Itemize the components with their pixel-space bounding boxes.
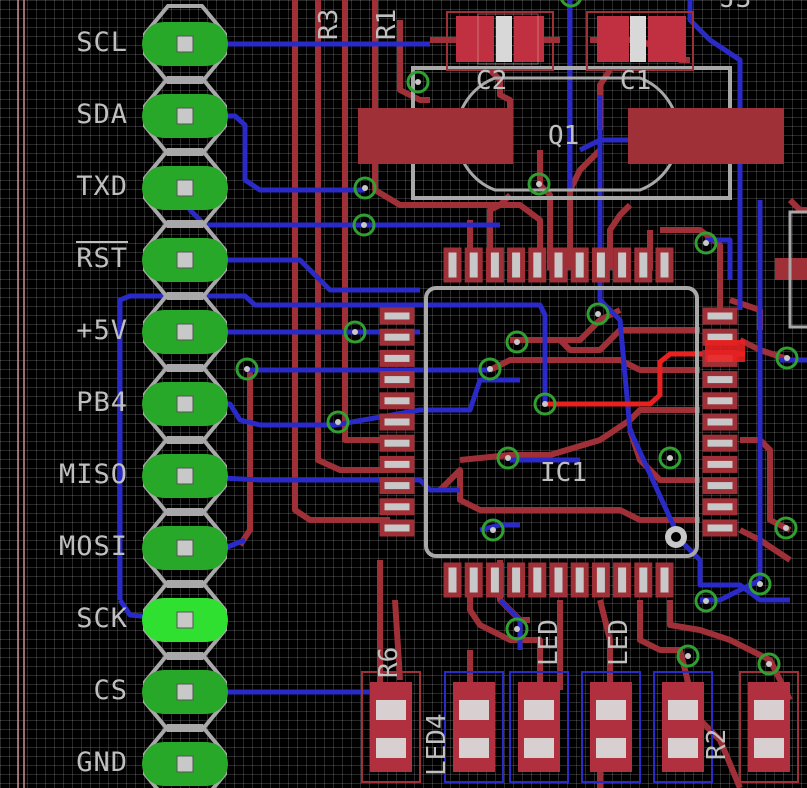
board-outline	[17, 0, 25, 788]
header-pin-sck[interactable]	[142, 580, 228, 660]
label-r6: R6	[374, 646, 404, 678]
crystal-q1[interactable]	[358, 66, 784, 200]
pin-label-sda: SDA	[76, 99, 128, 130]
header-pin-mosi[interactable]	[142, 508, 228, 588]
header-pin-scl[interactable]	[142, 4, 228, 84]
pin-label-sck: SCK	[76, 603, 128, 634]
pin-label-mosi: MOSI	[58, 531, 128, 562]
pin-label-txd: TXD	[76, 171, 128, 202]
highlighted-trace[interactable]	[545, 351, 745, 407]
header-pin-pb4[interactable]	[142, 364, 228, 444]
label-led4: LED4	[422, 713, 452, 776]
pin-label-pb4: PB4	[76, 387, 128, 418]
label-led-b: LED	[604, 619, 634, 666]
header-pin-rst[interactable]	[142, 220, 228, 300]
vias	[235, 0, 799, 676]
pin-label-rst: RST	[76, 241, 128, 274]
header-pin-5v[interactable]	[142, 292, 228, 372]
label-c2: C2	[476, 66, 508, 96]
pin-header[interactable]	[142, 4, 228, 788]
pin-label-scl: SCL	[76, 27, 128, 58]
label-c1: C1	[620, 66, 652, 96]
pin-label-cs: CS	[93, 675, 128, 706]
label-ic1: IC1	[540, 458, 587, 488]
header-pin-miso[interactable]	[142, 436, 228, 516]
label-r2: R2	[702, 728, 732, 760]
footprint-4[interactable]	[653, 671, 713, 783]
pin-label-gnd: GND	[76, 747, 128, 778]
label-j3: J3	[720, 0, 751, 12]
ic1-package[interactable]	[424, 286, 699, 558]
header-pin-txd[interactable]	[142, 148, 228, 228]
footprint-0[interactable]	[361, 671, 421, 783]
header-pin-gnd[interactable]	[142, 724, 228, 788]
footprint-1[interactable]	[444, 671, 504, 783]
label-r1: R1	[372, 8, 402, 40]
footprint-3[interactable]	[581, 671, 641, 783]
footprint-5[interactable]	[739, 671, 799, 783]
label-q1: Q1	[548, 121, 580, 151]
right-edge-parts	[705, 210, 807, 362]
label-led-a: LED	[534, 619, 564, 666]
ic1-pads	[379, 247, 738, 598]
bottom-footprints[interactable]	[361, 671, 799, 783]
capacitor-c2[interactable]	[446, 11, 554, 71]
footprint-2[interactable]	[509, 671, 569, 783]
pin-label-5v: +5V	[76, 315, 128, 346]
header-pin-sda[interactable]	[142, 76, 228, 156]
label-r3: R3	[314, 8, 344, 40]
header-pin-cs[interactable]	[142, 652, 228, 732]
capacitor-c1[interactable]	[586, 11, 694, 71]
pin-label-miso: MISO	[58, 459, 128, 490]
